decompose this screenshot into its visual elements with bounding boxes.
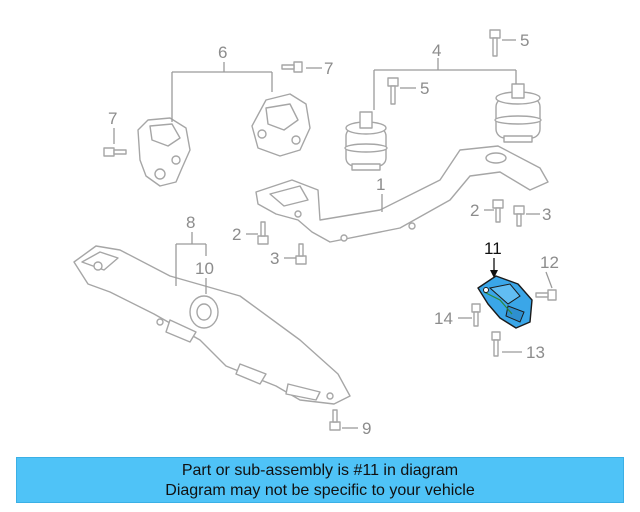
bracket-right: [251, 93, 311, 157]
bolt-5b: [387, 77, 399, 105]
bolt-12: [535, 289, 557, 301]
leader-lines: [113, 39, 553, 429]
callout-9: 9: [362, 419, 371, 438]
callout-2-right: 2: [470, 201, 479, 220]
callout-11: 11: [484, 239, 502, 258]
bolt-2b: [257, 221, 269, 245]
bolt-5a: [489, 29, 501, 57]
callout-3-right: 3: [542, 205, 551, 224]
callout-14: 14: [434, 309, 453, 328]
callout-7-top: 7: [324, 59, 333, 78]
bolt-7b: [103, 147, 127, 157]
callout-4: 4: [432, 41, 441, 60]
callout-6: 6: [218, 43, 227, 62]
callout-2-left: 2: [232, 225, 241, 244]
callout-10: 10: [195, 259, 214, 278]
engine-mount-right: [494, 83, 542, 143]
bolt-13: [491, 331, 501, 357]
callout-1: 1: [376, 175, 385, 194]
bolt-2a: [492, 199, 504, 223]
banner-line-1: Part or sub-assembly is #11 in diagram: [181, 462, 459, 479]
banner-line-2: Diagram may not be specific to your vehi…: [165, 482, 475, 499]
highlighted-bracket: [477, 275, 533, 329]
callout-3-left: 3: [270, 249, 279, 268]
callout-5-top: 5: [520, 31, 529, 50]
bushing: [189, 295, 219, 329]
bracket-left: [137, 117, 191, 187]
bolt-7a: [281, 61, 303, 73]
callout-5-mid: 5: [420, 79, 429, 98]
engine-mount-left: [344, 111, 388, 171]
bolt-9: [329, 409, 341, 431]
crossmember: [255, 145, 549, 243]
callout-7-left: 7: [108, 109, 117, 128]
bolt-3a: [513, 205, 525, 227]
callout-8: 8: [186, 213, 195, 232]
info-banner: Part or sub-assembly is #11 in diagram D…: [16, 457, 624, 503]
callout-13: 13: [526, 343, 545, 362]
bolt-3b: [295, 243, 307, 265]
callout-12: 12: [540, 253, 559, 272]
bolt-14: [471, 303, 481, 327]
parts-diagram: 6 7 7 4 5 5 1 2 3 2 3 8 10 9 11 12 14 13: [73, 29, 559, 438]
